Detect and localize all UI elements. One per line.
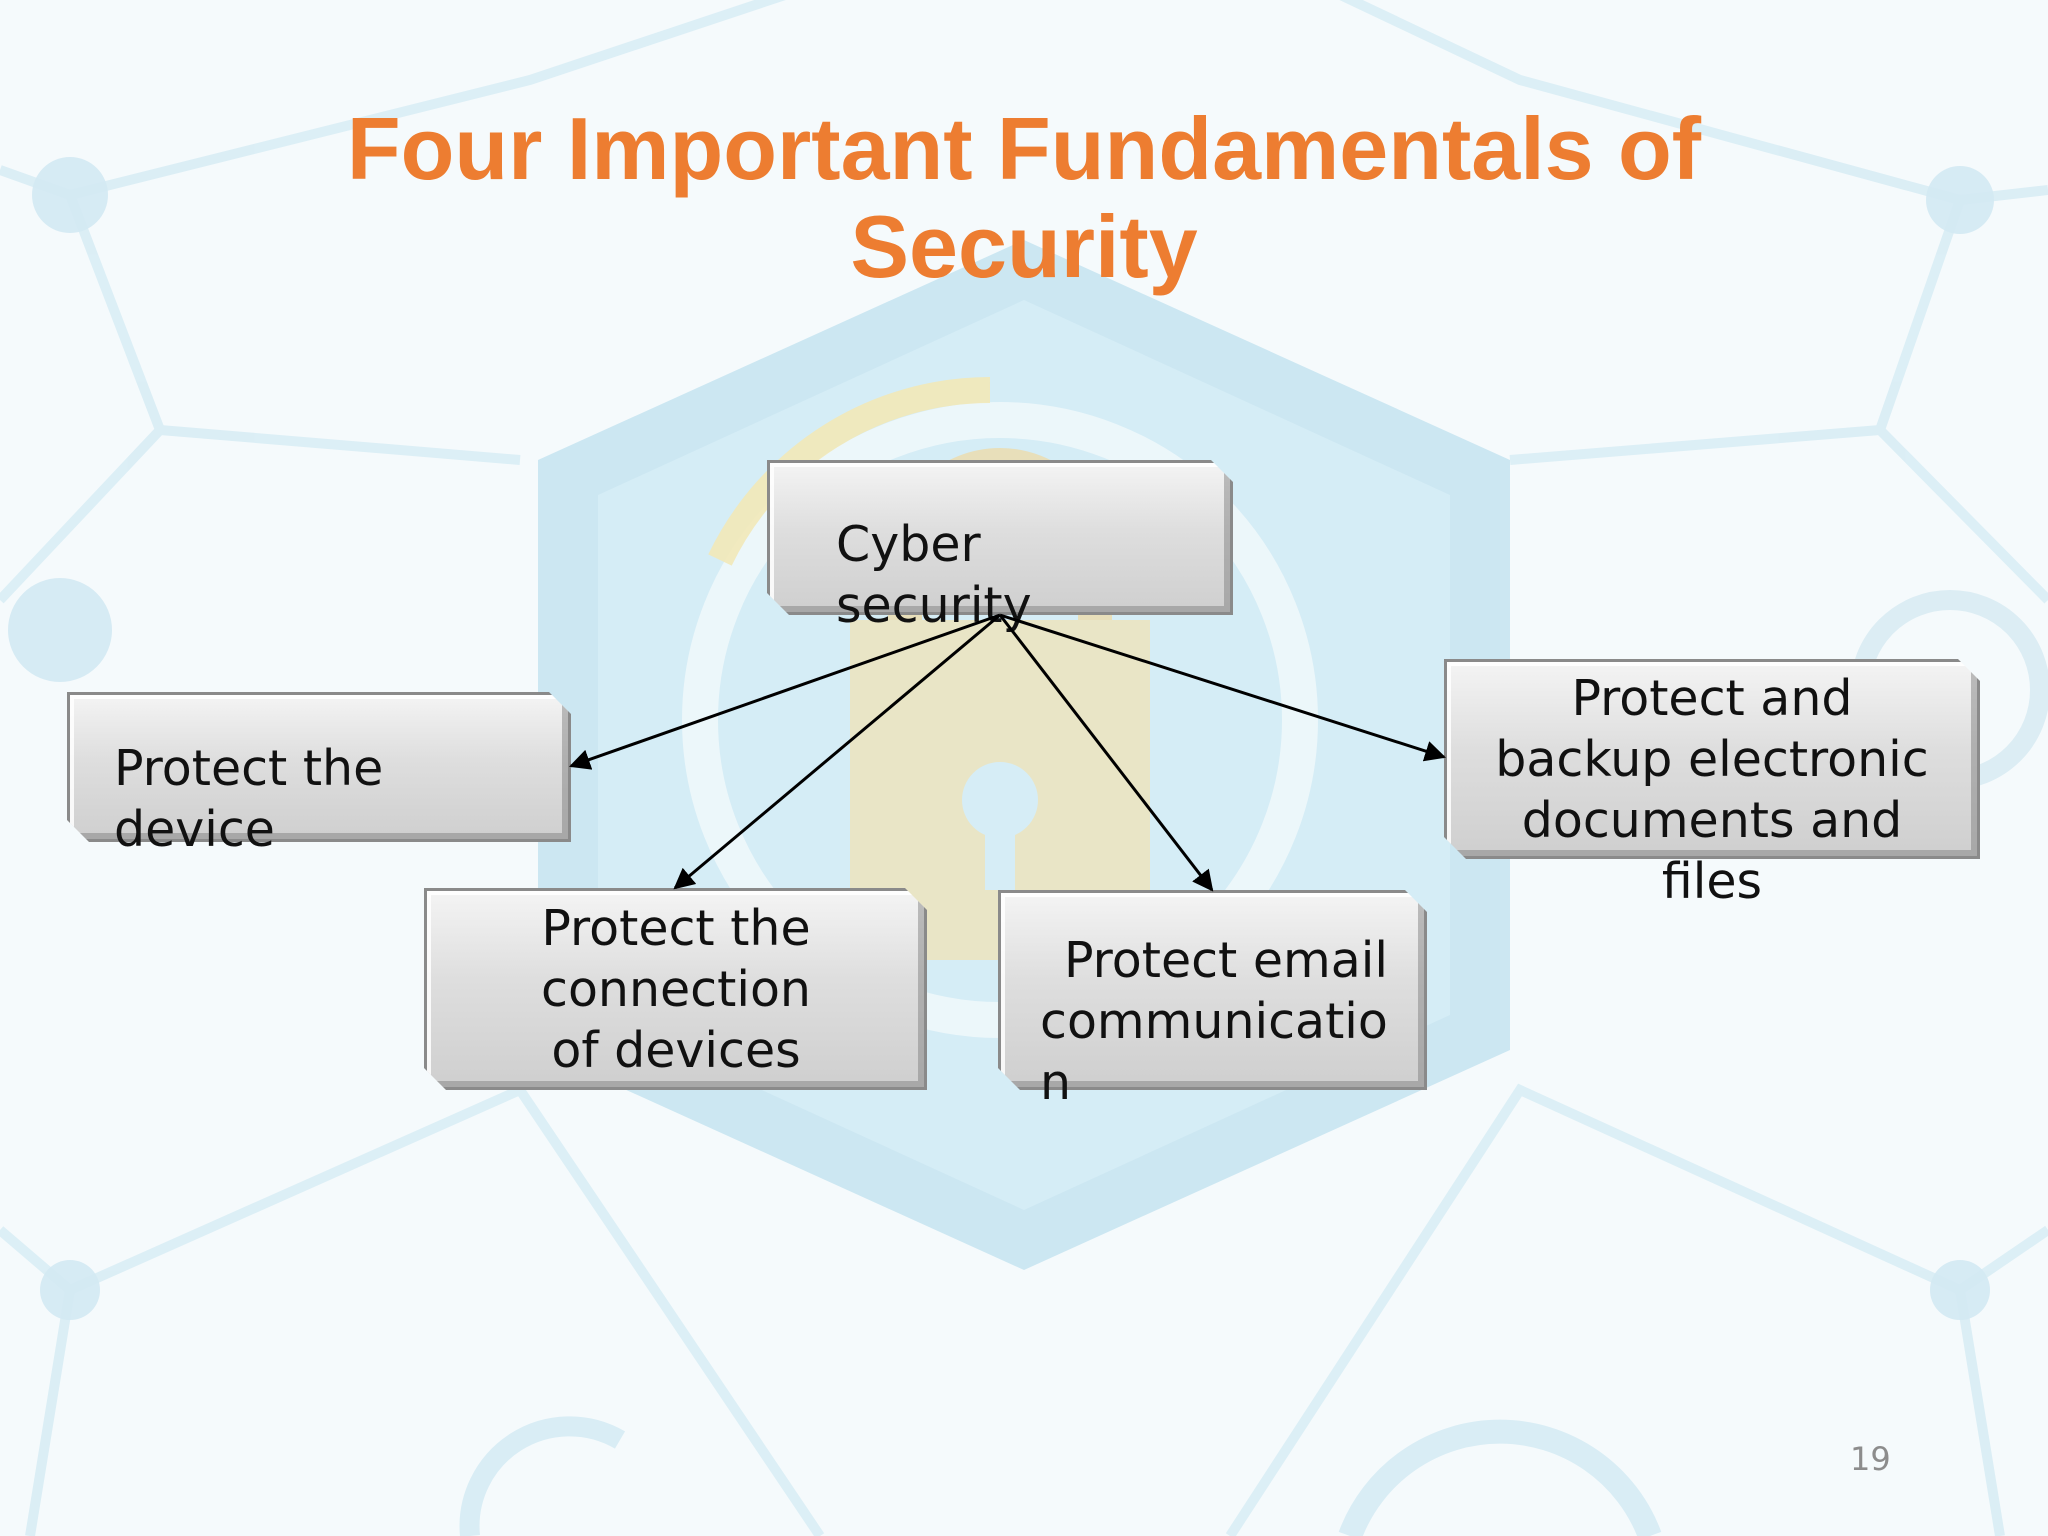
node-protect-backup-line-3: documents and: [1521, 792, 1903, 849]
node-protect-email: [998, 890, 1427, 1090]
node-protect-device-line-2: device: [114, 801, 275, 858]
title-line-1: Four Important Fundamentals of: [346, 99, 1702, 198]
node-cyber-security-line-1: Cyber: [836, 516, 981, 573]
node-protect-backup-line-4: files: [1661, 853, 1763, 910]
title-line-2: Security: [850, 197, 1198, 296]
node-protect-email-line-3: n: [1040, 1054, 1072, 1111]
arrow-to-email: [998, 614, 1214, 892]
node-protect-connection-label: Protect the connection of devices: [476, 898, 876, 1081]
node-cyber-security: [767, 460, 1233, 615]
node-cyber-security-line-2: security: [836, 577, 1032, 634]
node-protect-email-line-2: communicatio: [1040, 993, 1388, 1050]
node-protect-connection-line-1: Protect the: [541, 900, 811, 957]
node-protect-device-label: Protect the device: [114, 738, 383, 860]
arrow-to-connection: [673, 613, 1001, 890]
node-protect-connection-line-2: connection: [541, 961, 811, 1018]
node-protect-backup-label: Protect and backup electronic documents …: [1452, 668, 1972, 912]
node-protect-backup: [1444, 659, 1980, 859]
slide-title: Four Important Fundamentals of Security: [224, 100, 1824, 296]
node-protect-device-line-1: Protect the: [114, 740, 384, 797]
node-protect-connection-line-3: of devices: [551, 1022, 801, 1079]
node-protect-backup-line-1: Protect and: [1571, 670, 1853, 727]
arrow-to-device: [569, 613, 1001, 770]
node-protect-email-line-1: Protect email: [1064, 932, 1388, 989]
arrow-to-backup: [999, 613, 1447, 762]
node-protect-backup-line-2: backup electronic: [1495, 731, 1929, 788]
node-protect-email-label: Protect email communicatio n: [1040, 930, 1388, 1113]
node-protect-device: [67, 692, 571, 842]
node-protect-connection: [424, 888, 927, 1090]
node-cyber-security-label: Cyber security: [836, 514, 1032, 636]
page-number: 19: [1850, 1440, 1891, 1478]
